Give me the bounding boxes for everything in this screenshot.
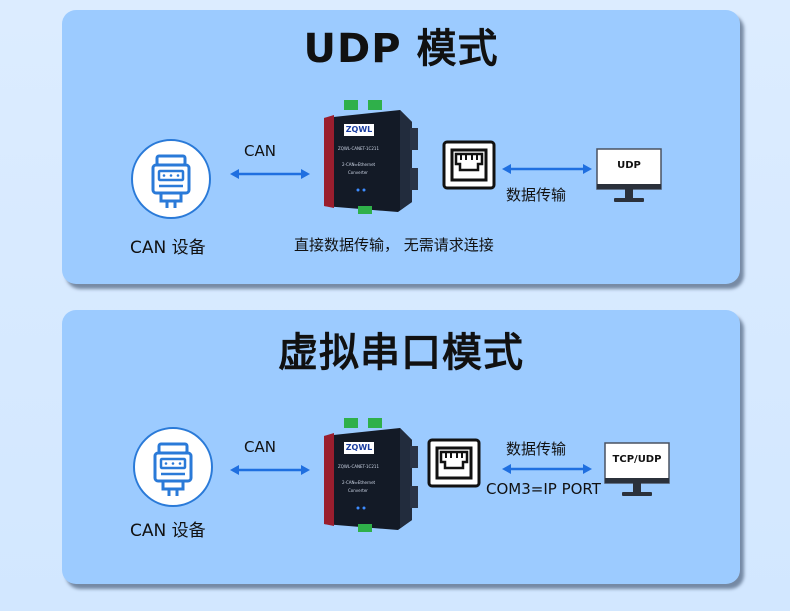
data-transfer-double-arrow-icon xyxy=(502,463,592,475)
converter-desc: 2-CAN⇔Ethernet xyxy=(342,162,376,167)
converter-sub: Converter xyxy=(348,488,368,493)
udp-mode-title: UDP 模式 xyxy=(303,26,499,72)
converter-model: ZQWL-CANET-1C211 xyxy=(338,464,379,469)
converter-desc: 2-CAN⇔Ethernet xyxy=(342,480,376,485)
ethernet-port-icon xyxy=(442,140,496,190)
ethernet-port-icon xyxy=(427,438,481,488)
can-device-icon xyxy=(132,426,214,508)
can-double-arrow-icon xyxy=(230,464,310,476)
virtual-serial-mode-title: 虚拟串口模式 xyxy=(278,330,524,376)
can-ethernet-converter-image: ZQWL ZQWL-CANET-1C211 2-CAN⇔Ethernet Con… xyxy=(318,416,418,534)
udp-mode-panel: UDP 模式 CAN 设备 CAN xyxy=(62,10,740,284)
converter-brand: ZQWL xyxy=(345,443,373,452)
can-device-label: CAN 设备 xyxy=(130,238,206,258)
virtual-serial-mode-panel: 虚拟串口模式 CAN 设备 CAN xyxy=(62,310,740,584)
pc-monitor-icon: TCP/UDP xyxy=(604,442,670,500)
pc-screen-text: UDP xyxy=(617,160,641,171)
data-transfer-label: 数据传输 xyxy=(506,186,567,204)
can-label: CAN xyxy=(244,142,276,160)
can-label: CAN xyxy=(244,438,276,456)
converter-brand: ZQWL xyxy=(345,125,373,134)
pc-monitor-icon: UDP xyxy=(596,148,662,206)
converter-model: ZQWL-CANET-1C211 xyxy=(338,146,379,151)
can-double-arrow-icon xyxy=(230,168,310,180)
can-device-label: CAN 设备 xyxy=(130,521,206,541)
can-device-icon xyxy=(130,138,212,220)
port-mapping-label: COM3=IP PORT xyxy=(486,480,601,498)
data-transfer-label: 数据传输 xyxy=(506,440,567,458)
converter-sub: Converter xyxy=(348,170,368,175)
can-ethernet-converter-image: ZQWL ZQWL-CANET-1C211 2-CAN⇔Ethernet Con… xyxy=(318,98,418,216)
data-transfer-double-arrow-icon xyxy=(502,163,592,175)
udp-caption: 直接数据传输， 无需请求连接 xyxy=(294,236,494,254)
pc-screen-text: TCP/UDP xyxy=(612,454,662,465)
